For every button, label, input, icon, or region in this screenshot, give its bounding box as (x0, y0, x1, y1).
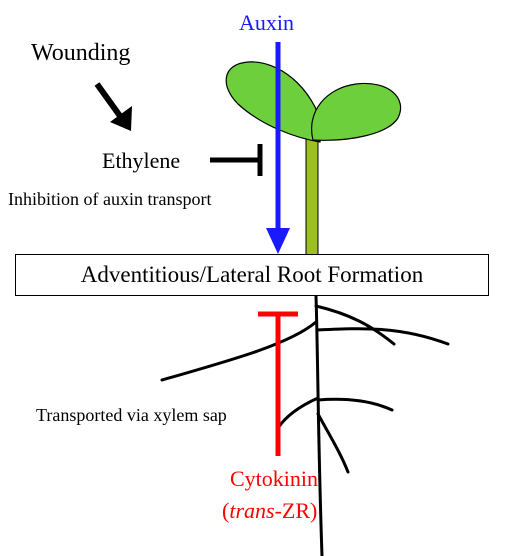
trans-rest: -ZR) (275, 498, 318, 523)
left-leaf-icon (226, 62, 323, 142)
trans-zr-label: (trans-ZR) (222, 500, 317, 522)
wounding-label: Wounding (31, 41, 130, 65)
inhibition-label: Inhibition of auxin transport (8, 190, 211, 208)
right-leaf-icon (312, 83, 401, 140)
transported-label: Transported via xylem sap (36, 406, 227, 424)
formation-label: Adventitious/Lateral Root Formation (81, 262, 423, 288)
ethylene-inhibition-bar-icon (210, 144, 260, 176)
trans-italic: trans (229, 498, 274, 523)
auxin-label: Auxin (239, 12, 294, 34)
activation-arrow-icon (97, 84, 132, 131)
seedling-stem (306, 138, 318, 256)
ethylene-label: Ethylene (102, 150, 180, 172)
formation-box: Adventitious/Lateral Root Formation (15, 254, 489, 296)
cytokinin-label: Cytokinin (230, 468, 318, 490)
